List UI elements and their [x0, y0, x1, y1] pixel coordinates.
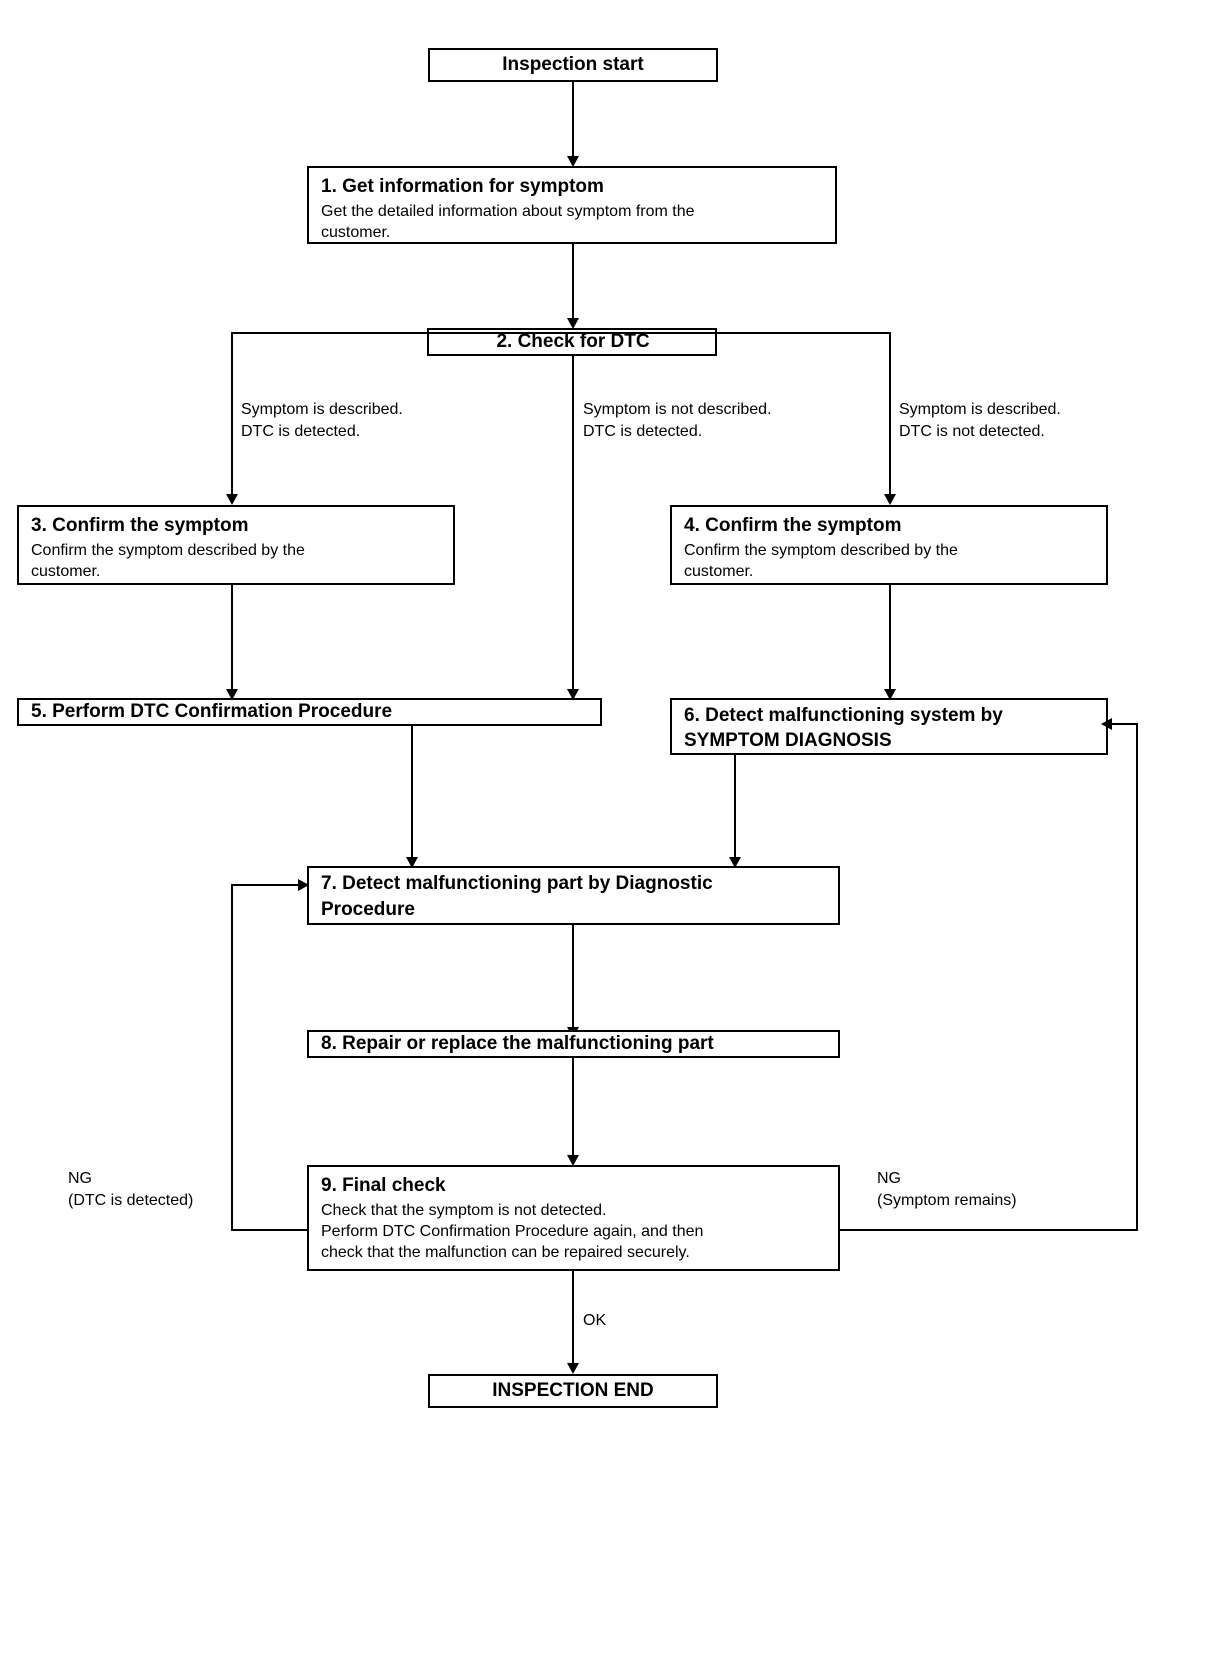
- edge-step9-to-end: [572, 1271, 574, 1369]
- arrow-branch-right-to-step4: [884, 494, 896, 505]
- edge-branch-middle-vertical: [572, 356, 574, 692]
- arrow-step8-to-step9: [567, 1155, 579, 1166]
- edge-ng-right-horizontal-from-step9: [840, 1229, 1138, 1231]
- node-step6-title: 6. Detect malfunctioning system by SYMPT…: [684, 705, 1003, 751]
- edge-label-branch-left: Symptom is described. DTC is detected.: [241, 401, 403, 440]
- arrow-ng-left-into-step7: [298, 879, 309, 891]
- edge-ng-right-vertical: [1136, 723, 1138, 1231]
- arrow-branch-left-to-step3: [226, 494, 238, 505]
- node-step7: 7. Detect malfunctioning part by Diagnos…: [307, 866, 840, 925]
- arrow-start-to-step1: [567, 156, 579, 167]
- arrow-branch-middle-to-step5: [567, 689, 579, 700]
- node-step8: 8. Repair or replace the malfunctioning …: [307, 1030, 840, 1058]
- edge-step3-to-step5: [231, 585, 233, 692]
- edge-label-ng-right: NG (Symptom remains): [877, 1170, 1017, 1209]
- node-inspection-start-label: Inspection start: [502, 54, 644, 75]
- node-step5-title: 5. Perform DTC Confirmation Procedure: [31, 701, 393, 722]
- edge-branch-right-vertical: [889, 332, 891, 497]
- node-step9-title: 9. Final check: [321, 1175, 446, 1196]
- node-step1-title: 1. Get information for symptom: [321, 176, 604, 197]
- arrow-ng-right-into-step6: [1101, 718, 1112, 730]
- edge-step7-to-step8: [572, 925, 574, 1030]
- edge-label-branch-right: Symptom is described. DTC is not detecte…: [899, 401, 1061, 440]
- edge-step5-to-step7: [411, 726, 413, 860]
- edge-ng-left-horizontal-from-step9: [231, 1229, 309, 1231]
- node-inspection-end-label: INSPECTION END: [492, 1380, 654, 1401]
- edge-ng-right-horizontal-to-step6: [1110, 723, 1138, 725]
- edge-step6-to-step7: [734, 755, 736, 860]
- node-step7-title: 7. Detect malfunctioning part by Diagnos…: [321, 873, 713, 920]
- edge-step8-to-step9: [572, 1058, 574, 1163]
- arrow-step1-to-step2: [567, 318, 579, 329]
- node-step1-body: Get the detailed information about sympt…: [321, 203, 695, 241]
- edge-branch-left-vertical: [231, 332, 233, 497]
- node-inspection-end: INSPECTION END: [428, 1374, 718, 1408]
- node-step2-title: 2. Check for DTC: [496, 331, 650, 352]
- node-step1: 1. Get information for symptom Get the d…: [307, 166, 837, 244]
- node-step9-body: Check that the symptom is not detected. …: [321, 1202, 704, 1261]
- edge-step1-to-step2: [572, 244, 574, 321]
- edge-ng-left-vertical: [231, 884, 233, 1231]
- edge-step4-to-step6: [889, 585, 891, 692]
- node-step3-body: Confirm the symptom described by the cus…: [31, 542, 305, 580]
- edge-label-ok: OK: [583, 1312, 607, 1329]
- node-step4-body: Confirm the symptom described by the cus…: [684, 542, 958, 580]
- node-step3-title: 3. Confirm the symptom: [31, 515, 249, 536]
- node-step4: 4. Confirm the symptom Confirm the sympt…: [670, 505, 1108, 585]
- node-step5: 5. Perform DTC Confirmation Procedure: [17, 698, 602, 726]
- arrow-step5-to-step7: [406, 857, 418, 868]
- edge-label-ng-left: NG (DTC is detected): [68, 1170, 194, 1209]
- edge-start-to-step1: [572, 82, 574, 159]
- arrow-step6-to-step7: [729, 857, 741, 868]
- arrow-step9-to-end: [567, 1363, 579, 1374]
- edge-ng-left-horizontal-to-step7: [231, 884, 309, 886]
- node-step9: 9. Final check Check that the symptom is…: [307, 1165, 840, 1271]
- edge-label-branch-middle: Symptom is not described. DTC is detecte…: [583, 401, 772, 440]
- node-step6: 6. Detect malfunctioning system by SYMPT…: [670, 698, 1108, 755]
- arrow-step3-to-step5: [226, 689, 238, 700]
- node-step4-title: 4. Confirm the symptom: [684, 515, 902, 536]
- node-inspection-start: Inspection start: [428, 48, 718, 82]
- edge-branch-bus: [231, 332, 891, 334]
- node-step3: 3. Confirm the symptom Confirm the sympt…: [17, 505, 455, 585]
- node-step8-title: 8. Repair or replace the malfunctioning …: [321, 1033, 714, 1054]
- arrow-step4-to-step6: [884, 689, 896, 700]
